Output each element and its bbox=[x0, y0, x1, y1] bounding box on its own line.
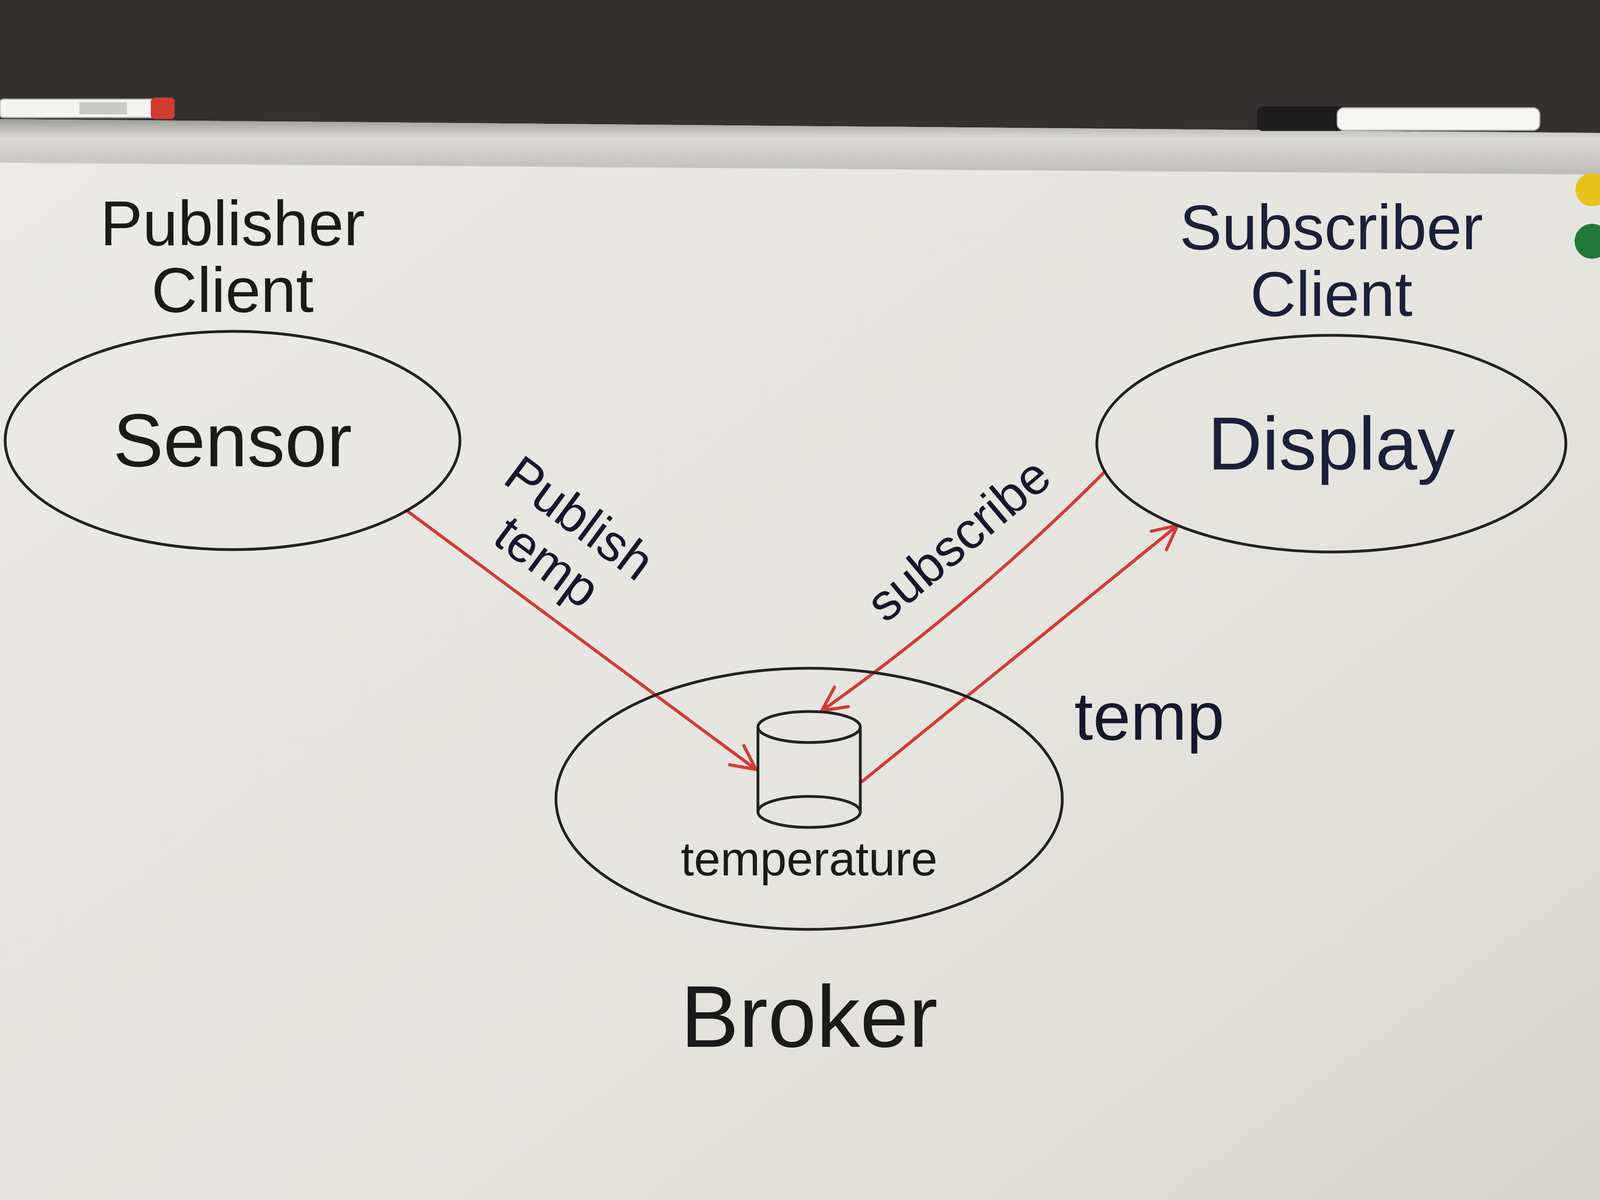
client-ellipse: Subscriber ClientDisplay bbox=[1094, 333, 1568, 554]
edge-label: temp bbox=[1074, 680, 1225, 752]
marker-barcode bbox=[79, 102, 127, 115]
broker-ellipse: Brokertemperature bbox=[553, 666, 1065, 932]
node-label: Display bbox=[1207, 403, 1456, 484]
marker-cap bbox=[150, 97, 175, 120]
red-marker bbox=[0, 97, 175, 120]
cylinder-bottom bbox=[757, 796, 861, 828]
magnet bbox=[1575, 173, 1600, 207]
client-ellipse: Publisher ClientSensor bbox=[3, 329, 462, 552]
wall bbox=[0, 0, 1600, 133]
topic-cylinder: temperature bbox=[755, 709, 863, 829]
ellipse-outline bbox=[553, 666, 1065, 932]
cylinder-sides bbox=[757, 726, 861, 812]
arrow-head bbox=[729, 745, 756, 770]
cylinder-outline bbox=[755, 709, 863, 829]
node-label: Sensor bbox=[113, 400, 352, 481]
magnet bbox=[1574, 223, 1600, 259]
marker-cap bbox=[1257, 106, 1345, 131]
ellipse-border bbox=[1096, 335, 1566, 552]
ellipse-border bbox=[5, 331, 460, 550]
node-heading: Broker bbox=[680, 971, 938, 1063]
marker-body bbox=[1337, 107, 1540, 131]
arrow-head bbox=[1151, 525, 1178, 550]
cylinder-top bbox=[757, 711, 861, 743]
node-heading: temperature bbox=[680, 833, 938, 884]
ellipse-border bbox=[555, 668, 1063, 930]
node-heading: Subscriber Client bbox=[1179, 194, 1484, 328]
black-marker bbox=[1257, 106, 1540, 131]
arrow-head bbox=[821, 687, 849, 711]
marker-body bbox=[0, 99, 155, 118]
node-heading: Publisher Client bbox=[100, 190, 365, 324]
